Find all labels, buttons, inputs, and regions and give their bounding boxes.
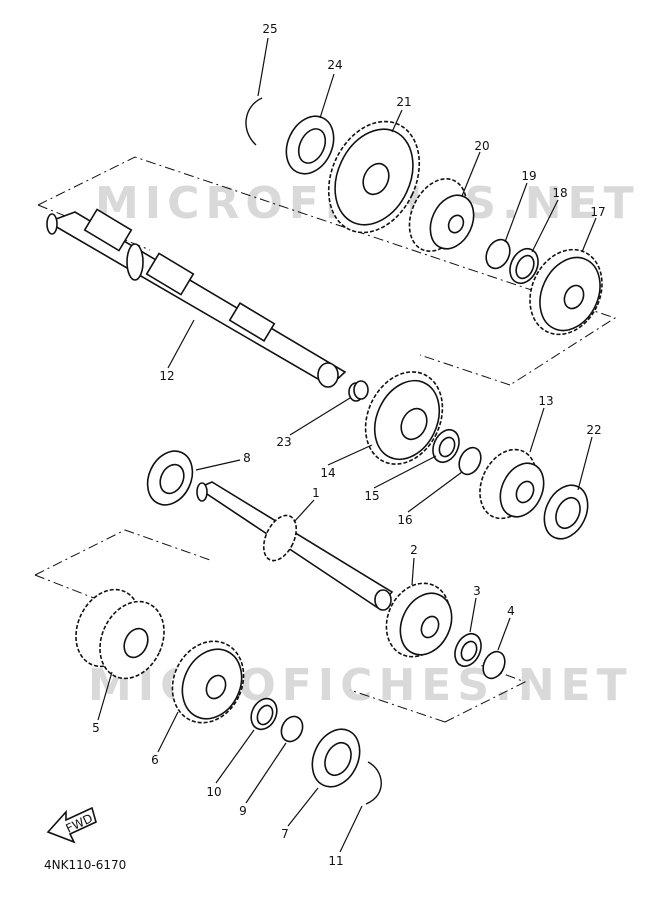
gear-part-5	[75, 588, 165, 680]
leader-lines	[97, 37, 597, 853]
watermark-bottom: MICROFICHES.NET	[88, 660, 633, 711]
washer-part-3	[454, 632, 482, 668]
washer-part-15	[432, 428, 460, 464]
collar-part-23	[348, 380, 369, 402]
callout-1: 1	[312, 486, 320, 500]
callout-12: 12	[159, 369, 174, 383]
upper-assembly-outline-bottom	[419, 354, 511, 386]
callout-18: 18	[552, 186, 567, 200]
bearing-part-24	[285, 115, 335, 175]
washer-part-10	[250, 697, 278, 731]
fwd-arrow-icon: FWD	[46, 806, 97, 844]
callout-20: 20	[474, 139, 489, 153]
gear-part-21	[327, 120, 421, 234]
callout-2: 2	[410, 543, 418, 557]
circlip-part-4	[482, 650, 506, 680]
callout-11: 11	[328, 854, 343, 868]
circlip-part-25	[245, 97, 263, 146]
circlip-part-16	[458, 446, 482, 476]
callout-19: 19	[521, 169, 536, 183]
callout-22: 22	[586, 423, 601, 437]
callout-6: 6	[151, 753, 159, 767]
gear-part-13	[479, 448, 545, 520]
callout-24: 24	[327, 58, 342, 72]
gear-part-6	[171, 640, 245, 724]
callout-15: 15	[364, 489, 379, 503]
upper-assembly-outline	[37, 156, 617, 386]
callout-5: 5	[92, 721, 100, 735]
gear-part-17	[529, 248, 603, 336]
callout-13: 13	[538, 394, 553, 408]
callout-23: 23	[276, 435, 291, 449]
callout-17: 17	[590, 205, 605, 219]
circlip-part-9	[280, 715, 304, 743]
callout-9: 9	[239, 804, 247, 818]
callout-4: 4	[507, 604, 515, 618]
callout-7: 7	[281, 827, 289, 841]
lower-assembly-outline-top	[34, 529, 211, 576]
callout-21: 21	[396, 95, 411, 109]
bearing-part-8	[146, 450, 194, 506]
lower-assembly-outline-bottom	[349, 689, 446, 723]
callout-25: 25	[262, 22, 277, 36]
gear-part-20	[408, 178, 475, 252]
bearing-part-7	[311, 728, 361, 788]
drive-axle-part-1	[196, 481, 394, 611]
callout-10: 10	[206, 785, 221, 799]
circlip-part-11	[365, 761, 382, 805]
callout-14: 14	[320, 466, 335, 480]
bearing-part-22	[543, 484, 589, 540]
diagram-code: 4NK110-6170	[44, 858, 126, 872]
washer-part-18	[509, 247, 539, 285]
gear-part-2	[385, 582, 453, 658]
callout-labels: 25 24 21 20 19 18 17 12 23 14 15 16 13 2…	[92, 22, 605, 868]
fwd-label: FWD	[64, 811, 95, 836]
main-shaft-part-12	[46, 208, 347, 388]
callout-3: 3	[473, 584, 481, 598]
gear-part-14	[364, 371, 444, 465]
callout-16: 16	[397, 513, 412, 527]
circlip-part-19	[485, 238, 511, 270]
callout-8: 8	[243, 451, 251, 465]
